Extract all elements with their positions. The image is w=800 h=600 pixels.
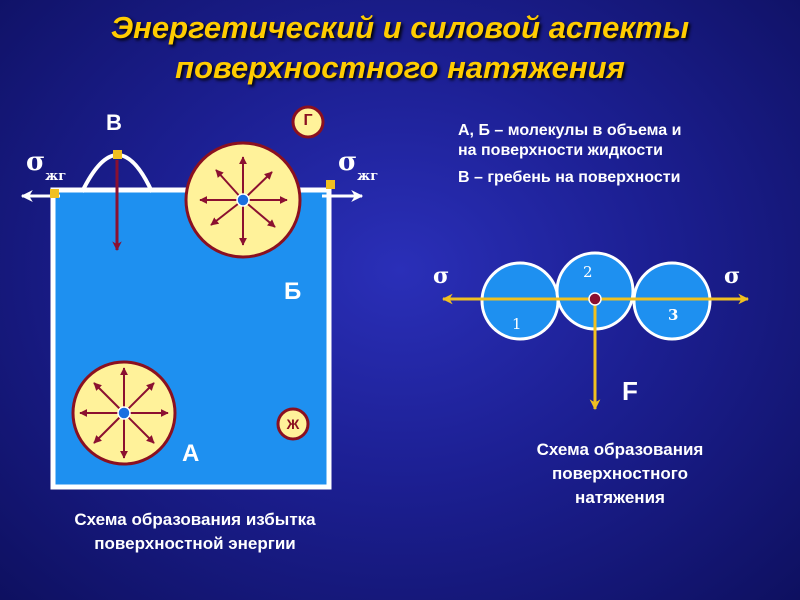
- sigma-right-subscript: жг: [357, 169, 379, 184]
- label-v: В: [106, 110, 122, 135]
- surface-tension-diagram: [441, 251, 750, 411]
- sigma-right-symbol: σ: [338, 147, 358, 177]
- anchor-crest: [113, 150, 122, 159]
- right-caption-line-2: поверхностного: [551, 464, 689, 483]
- marker-zh-circle: [276, 407, 310, 441]
- right-caption-line-3: натяжения: [575, 488, 665, 507]
- sigma-left-subscript: жг: [45, 169, 67, 184]
- surface-molecule: [184, 141, 302, 259]
- left-caption: Схема образования избытка поверхностной …: [20, 508, 370, 556]
- legend-line-1: А, Б – молекулы в объема и: [458, 122, 682, 139]
- sigma-left-symbol-right: σ: [433, 263, 450, 289]
- sigma-left-label: σжг: [26, 147, 66, 184]
- molecule-3: [632, 261, 712, 341]
- legend-line-2: на поверхности жидкости: [458, 142, 663, 159]
- slide-title: Энергетический и силовой аспекты поверхн…: [0, 8, 800, 88]
- legend: А, Б – молекулы в объема и на поверхност…: [458, 121, 788, 188]
- molecule-1-number: 1: [512, 315, 522, 333]
- anchor-left: [50, 189, 59, 198]
- molecule-2-center: [588, 292, 602, 306]
- label-a: А: [182, 440, 200, 467]
- legend-line-3: В – гребень на поверхности: [458, 169, 681, 186]
- label-zh: Ж: [286, 416, 300, 432]
- right-caption: Схема образования поверхностного натяжен…: [470, 438, 770, 510]
- molecule-3-number: 3: [668, 306, 679, 324]
- anchor-right: [326, 180, 335, 189]
- marker-g-circle: [291, 105, 325, 139]
- sigma-left-symbol: σ: [26, 147, 46, 177]
- left-caption-line-1: Схема образования избытка: [74, 510, 316, 529]
- label-g: Г: [303, 112, 313, 129]
- sigma-right-label: σжг: [338, 147, 378, 184]
- force-label: F: [622, 376, 638, 406]
- title-line-2: поверхностного натяжения: [175, 50, 625, 85]
- sigma-right-symbol-right: σ: [724, 263, 741, 289]
- label-b: Б: [284, 278, 302, 305]
- bulk-molecule: [71, 360, 177, 466]
- title-line-1: Энергетический и силовой аспекты: [110, 10, 690, 45]
- left-caption-line-2: поверхностной энергии: [94, 534, 296, 553]
- molecule-2-number: 2: [583, 263, 593, 281]
- liquid-volume-diagram: [20, 105, 364, 490]
- right-caption-line-1: Схема образования: [536, 440, 704, 459]
